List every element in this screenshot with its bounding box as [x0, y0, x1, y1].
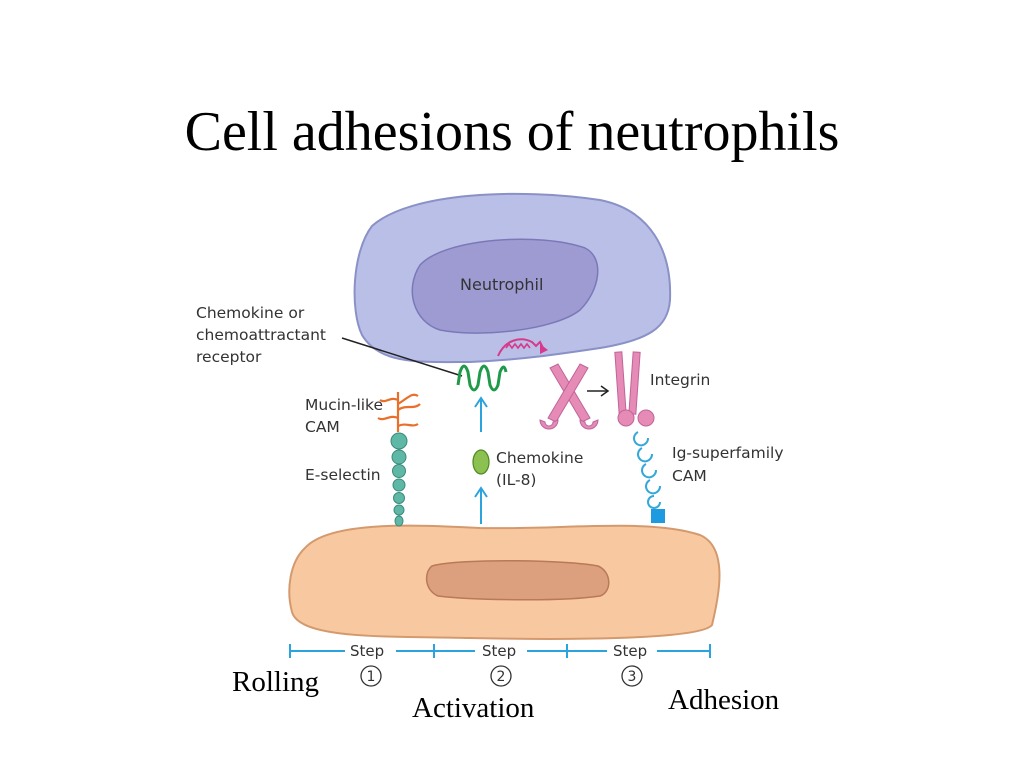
step-1-number: 1	[367, 669, 376, 685]
phase-activation-label: Activation	[412, 692, 535, 724]
step-3-number: 3	[628, 669, 637, 685]
receptor-label-line3: receptor	[196, 348, 262, 366]
phase-rolling-label: Rolling	[232, 666, 320, 698]
phase-adhesion-label: Adhesion	[668, 684, 780, 716]
mucin-like-cam	[377, 392, 421, 432]
endothelial-nucleus	[425, 559, 610, 601]
chemokine-il8-molecule	[472, 449, 490, 475]
igsf-label-line1: Ig-superfamily	[672, 444, 784, 462]
step-2-label: Step	[482, 642, 516, 660]
page-title: Cell adhesions of neutrophils	[184, 101, 840, 163]
signal-arrow	[497, 338, 545, 357]
step-1-label: Step	[350, 642, 384, 660]
step-1-circle	[360, 665, 382, 687]
mucin-label-line1: Mucin-like	[305, 396, 383, 414]
integrin-label: Integrin	[650, 371, 710, 389]
step-3-circle	[621, 665, 643, 687]
step-2-number: 2	[497, 669, 506, 685]
receptor-label-line1: Chemokine or	[196, 304, 305, 322]
neutrophil-label: Neutrophil	[460, 275, 543, 294]
step-2-circle	[490, 665, 512, 687]
e-selectin-label: E-selectin	[305, 466, 381, 484]
ig-superfamily-cam	[633, 431, 662, 509]
receptor-label-line2: chemoattractant	[196, 326, 326, 344]
chemokine-up-arrows	[474, 396, 488, 524]
step-3-label: Step	[613, 642, 647, 660]
inactive-integrin	[539, 363, 599, 430]
chemokine-receptor	[456, 364, 508, 392]
active-integrin	[614, 351, 655, 427]
step-timeline	[289, 644, 711, 658]
activation-arrow	[587, 385, 610, 397]
receptor-leader-line	[341, 337, 463, 377]
igsf-label-line2: CAM	[672, 467, 707, 485]
neutrophil-nucleus	[411, 238, 599, 334]
signal-arrow-squiggle	[505, 342, 531, 350]
chemokine-label-line1: Chemokine	[496, 449, 583, 467]
e-selectin-chain	[390, 432, 408, 527]
chemokine-label-line2: (IL-8)	[496, 471, 536, 489]
mucin-label-line2: CAM	[305, 418, 340, 436]
igsf-anchor	[651, 509, 665, 523]
signal-arrowhead	[540, 344, 548, 354]
